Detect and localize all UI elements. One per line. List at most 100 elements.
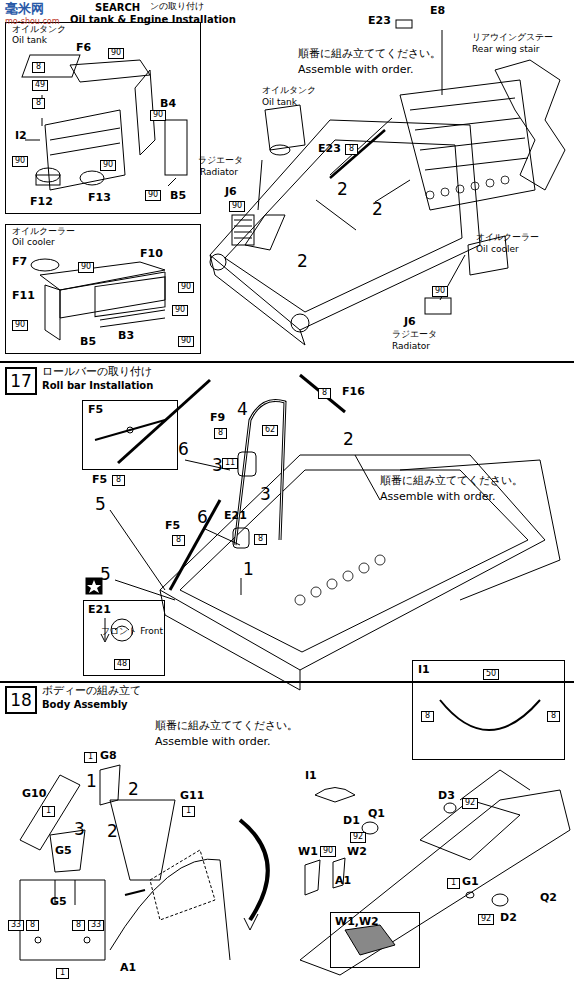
watermark: 毫米网 [5, 2, 44, 16]
instruction-text: Radiator [392, 342, 430, 352]
detail-box: W1,W2 [330, 912, 420, 968]
instruction-text: Oil cooler [476, 245, 519, 255]
part-name: J6 [225, 186, 237, 198]
instruction-text: ロールバーの取り付け [42, 366, 152, 378]
callout-number: 90 [178, 282, 194, 293]
part-name: A1 [120, 962, 136, 974]
callout-number: 90 [12, 320, 28, 331]
instruction-text: Oil tank & Engine Installation [70, 14, 236, 25]
instruction-text: オイルクーラー [476, 233, 539, 243]
part-label: Oil cooler [12, 238, 55, 248]
detail-box: オイルタンクOil tank [5, 22, 201, 214]
instruction-text: オイルタンク [262, 86, 316, 96]
detail-box: オイルクーラーOil cooler [5, 224, 201, 354]
part-name: G8 [100, 750, 117, 762]
sequence-number: 2 [337, 180, 348, 199]
part-name: B4 [160, 98, 176, 110]
part-name: F12 [30, 196, 53, 208]
part-name: F13 [88, 192, 111, 204]
part-label: オイルクーラー [12, 227, 75, 237]
sequence-number: 3 [74, 820, 85, 839]
callout-number: 49 [32, 80, 48, 91]
part-name: F6 [76, 42, 91, 54]
callout-number: 62 [262, 425, 278, 436]
callout-number: 8 [318, 388, 331, 399]
callout-number: 90 [320, 846, 336, 857]
oil-cooler-parts [31, 259, 165, 340]
callout-number: 1 [84, 752, 97, 763]
part-label: Oil tank [12, 36, 47, 46]
chassis-step17 [86, 375, 560, 730]
part-label: I1 [418, 664, 430, 676]
detail-box: F5 [82, 400, 178, 470]
part-name: I2 [15, 130, 27, 142]
part-label: 17 [10, 372, 32, 391]
part-name: A1 [335, 875, 351, 887]
callout-number: 92 [462, 798, 478, 809]
callout-number: 92 [350, 832, 366, 843]
part-name: E23 [318, 143, 341, 155]
sequence-number: 1 [86, 772, 97, 791]
callout-number: 90 [100, 160, 116, 171]
instruction-text: Assemble with order. [155, 736, 270, 748]
callout-number: 1 [182, 806, 195, 817]
sequence-number: 2 [297, 252, 308, 271]
part-name: W1 [298, 846, 318, 858]
callout-number: 33 [88, 920, 104, 931]
part-label: F5 [88, 404, 103, 416]
sequence-number: 3 [260, 485, 271, 504]
watermark: mo-shou.com [5, 18, 60, 27]
part-name: E8 [430, 5, 445, 17]
part-name: F5 [165, 520, 180, 532]
part-label: 18 [10, 691, 32, 710]
callout-number: 90 [145, 190, 161, 201]
part-name: D1 [343, 815, 360, 827]
instruction-text: Body Assembly [42, 699, 128, 710]
callout-number: 90 [432, 286, 448, 297]
part-name: G1 [462, 876, 479, 888]
callout-number: 8 [26, 920, 39, 931]
callout-number: 8 [214, 428, 227, 439]
callout-number: 48 [114, 659, 130, 670]
callout-number: 8 [421, 711, 434, 722]
part-name: Q2 [540, 892, 557, 904]
part-name: B3 [118, 330, 134, 342]
callout-number: 8 [547, 711, 560, 722]
callout-number: 8 [32, 62, 45, 73]
detail-box: I1 50 8 8 [412, 660, 565, 760]
instruction-text: SEARCH [95, 2, 140, 13]
part-name: F10 [140, 248, 163, 260]
sequence-number: 1 [243, 560, 254, 579]
instruction-text: 順番に組み立ててください。 [380, 475, 523, 487]
sequence-number: 5 [100, 565, 111, 584]
callout-number: 8 [345, 144, 358, 155]
callout-number: 90 [178, 336, 194, 347]
instruction-text: リアウイングステー [472, 33, 553, 43]
step-number: 18 [5, 686, 37, 714]
sequence-number: 2 [372, 200, 383, 219]
instruction-text: Rear wing stair [472, 45, 540, 55]
callout-number: 90 [12, 156, 28, 167]
instruction-text: ンの取り付け [150, 2, 204, 12]
part-label: W1,W2 [335, 916, 379, 928]
instruction-text: Radiator [200, 168, 238, 178]
sequence-number: 5 [95, 495, 106, 514]
callout-number: 8 [112, 475, 125, 486]
part-name: G11 [180, 790, 204, 802]
sequence-number: 2 [107, 822, 118, 841]
callout-number: 11 [222, 458, 238, 469]
part-name: J6 [404, 316, 416, 328]
sequence-number: 2 [343, 430, 354, 449]
instruction-text: 順番に組み立ててください。 [155, 720, 298, 732]
callout-number: 50 [483, 669, 499, 680]
part-name: F11 [12, 290, 35, 302]
callout-number: 8 [172, 535, 185, 546]
callout-number: 1 [447, 878, 460, 889]
callout-number: 1 [56, 968, 69, 979]
part-name: G10 [22, 788, 46, 800]
part-name: B5 [170, 190, 186, 202]
part-name: F7 [12, 256, 27, 268]
part-name: D2 [500, 912, 517, 924]
part-name: E23 [368, 15, 391, 27]
part-name: W2 [347, 846, 367, 858]
